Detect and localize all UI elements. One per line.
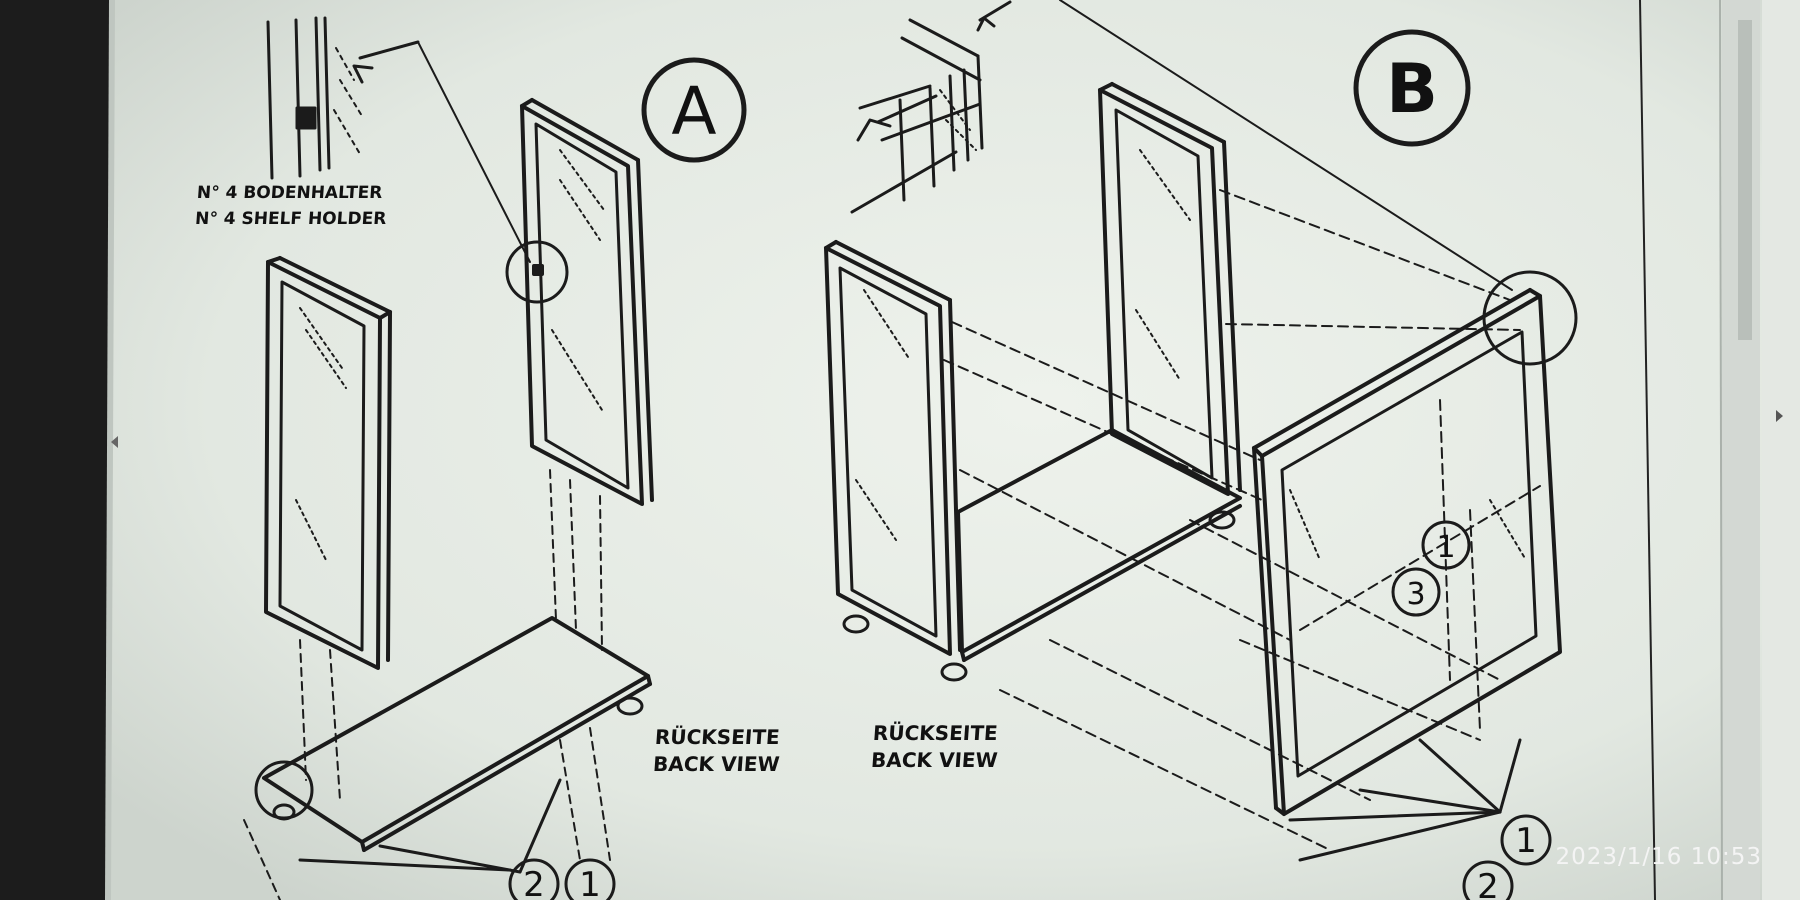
shelf-holder-detail bbox=[266, 16, 531, 263]
panel-b-letter: B bbox=[1386, 50, 1438, 129]
shelf-holder-label-de: N° 4 BODENHALTER bbox=[196, 183, 384, 203]
callout-circle-b-2 bbox=[1462, 860, 1514, 900]
callout-a-2: 2 bbox=[523, 865, 545, 900]
callout-circle-b-1-upper bbox=[1421, 520, 1471, 570]
photo-timestamp: 2023/1/16 10:53 bbox=[1555, 844, 1762, 870]
scrollbar-thumb[interactable] bbox=[1738, 20, 1752, 340]
detail-callout-circle-a bbox=[505, 240, 569, 304]
side-panel-a-right bbox=[520, 98, 654, 506]
bottom-board-a bbox=[254, 616, 652, 852]
shelf-holder-label: N° 4 BODENHALTER N° 4 SHELF HOLDER bbox=[194, 180, 389, 232]
scroll-right-arrow-icon[interactable] bbox=[1776, 410, 1783, 422]
scroll-left-arrow-icon[interactable] bbox=[111, 436, 118, 448]
joint-detail-b bbox=[850, 0, 1012, 214]
shelf-holder-label-en: N° 4 SHELF HOLDER bbox=[194, 209, 387, 229]
back-view-b-en: BACK VIEW bbox=[870, 748, 999, 772]
callout-b-3: 3 bbox=[1406, 577, 1425, 612]
callout-b-1-upper: 1 bbox=[1436, 530, 1455, 565]
panel-a-circle bbox=[641, 57, 747, 163]
callout-circle-a-2 bbox=[508, 858, 560, 900]
callout-a-1: 1 bbox=[579, 865, 601, 900]
back-view-label-a: RÜCKSEITE BACK VIEW bbox=[652, 724, 782, 778]
callout-circle-a-1 bbox=[564, 858, 616, 900]
side-panel-a-left bbox=[264, 256, 392, 670]
side-panel-b-right bbox=[1098, 82, 1242, 530]
back-view-a-en: BACK VIEW bbox=[652, 752, 781, 776]
panel-b-circle bbox=[1353, 29, 1471, 147]
back-view-a-de: RÜCKSEITE bbox=[654, 725, 781, 749]
detail-callout-circle-b bbox=[1482, 270, 1578, 366]
back-view-label-b: RÜCKSEITE BACK VIEW bbox=[870, 720, 1000, 774]
bottom-board-b bbox=[956, 428, 1242, 662]
back-view-b-de: RÜCKSEITE bbox=[872, 721, 999, 745]
callout-circle-b-3 bbox=[1391, 567, 1441, 617]
callout-b-1-lower: 1 bbox=[1515, 821, 1537, 861]
callout-circle-b-1-lower bbox=[1500, 814, 1552, 866]
panel-a-letter: A bbox=[671, 73, 716, 150]
callout-b-2: 2 bbox=[1477, 867, 1499, 900]
